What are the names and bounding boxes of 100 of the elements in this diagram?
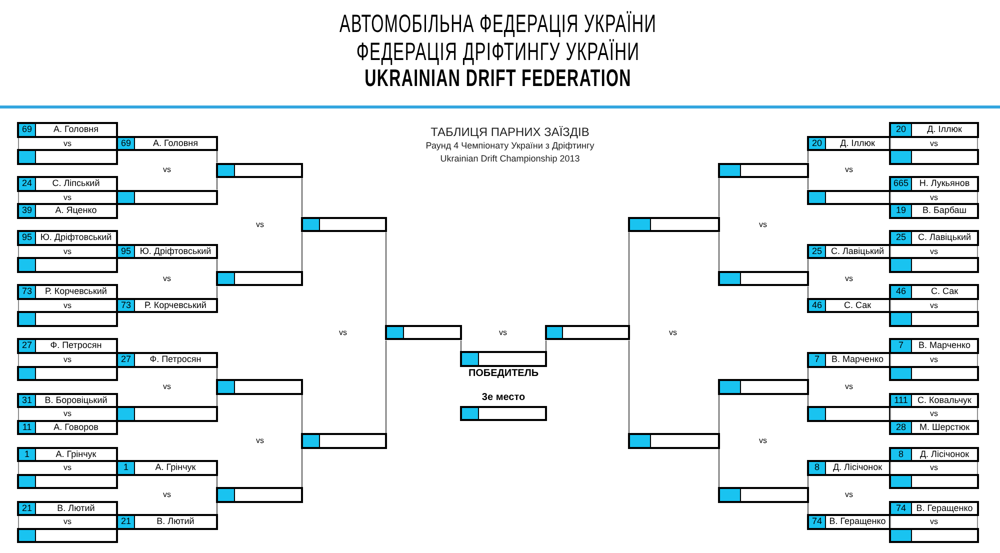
driver-name: С. Ліпський xyxy=(52,178,100,188)
slot-caption: 3е место xyxy=(482,392,526,404)
bracket-line xyxy=(718,232,720,272)
bracket-slot xyxy=(17,122,118,138)
driver-name: А. Яценко xyxy=(55,205,97,216)
bracket-slot xyxy=(116,298,218,314)
bracket-slot xyxy=(116,190,218,206)
bracket-slot xyxy=(889,149,979,165)
seed-number: 25 xyxy=(891,232,912,244)
bracket-slot xyxy=(889,338,979,354)
seed-number: 69 xyxy=(118,138,135,150)
bracket-slot xyxy=(116,406,218,422)
bracket-slot xyxy=(216,379,303,395)
driver-name: Д. Іллюк xyxy=(840,138,875,148)
subtitle: Раунд 4 Чемпіонату України з Дріфтингу xyxy=(426,140,594,152)
federation-name: АВТОМОБІЛЬНА ФЕДЕРАЦІЯ УКРАЇНИ xyxy=(340,10,656,38)
seed-number: 111 xyxy=(891,394,912,406)
slot-caption: ПОБЕДИТЕЛЬ xyxy=(468,368,539,380)
driver-name: А. Грінчук xyxy=(56,448,96,459)
bracket-slot xyxy=(17,311,118,327)
driver-name: С. Лавіцький xyxy=(830,246,884,256)
bracket-slot xyxy=(889,257,979,273)
seed-number: 73 xyxy=(118,300,135,312)
federation-name: UKRAINIAN DRIFT FEDERATION xyxy=(364,65,632,93)
bracket-slot xyxy=(116,514,218,530)
seed-number: 28 xyxy=(891,422,912,434)
driver-name: Ю. Дріфтовський xyxy=(140,246,212,256)
versus-label: vs xyxy=(499,328,507,338)
versus-label: vs xyxy=(163,165,171,176)
versus-label: vs xyxy=(845,274,853,284)
bracket-slot xyxy=(889,284,979,300)
seed-number: 8 xyxy=(809,462,826,474)
bracket-slot xyxy=(807,514,891,530)
seed-number: 73 xyxy=(19,286,36,298)
driver-name: А. Грінчук xyxy=(155,462,196,472)
driver-name: Ф. Петросян xyxy=(50,340,102,350)
driver-name: В. Боровіцький xyxy=(44,394,108,405)
subtitle: Ukrainian Drift Championship 2013 xyxy=(440,154,580,164)
driver-name: В. Марченко xyxy=(831,354,884,364)
bracket-slot xyxy=(718,270,809,286)
bracket-slot xyxy=(17,528,118,544)
driver-name: Н. Лукьянов xyxy=(919,178,970,188)
bracket-line xyxy=(216,178,218,190)
seed-number: 19 xyxy=(891,205,912,217)
seed-number: 25 xyxy=(809,246,826,258)
driver-name: А. Говоров xyxy=(54,422,98,432)
seed-number: 21 xyxy=(118,516,135,528)
bracket-slot xyxy=(17,338,118,354)
versus-label: vs xyxy=(163,382,171,392)
bracket-line xyxy=(216,502,218,515)
driver-name: Д. Лісічонок xyxy=(920,448,970,459)
driver-name: В. Геращенко xyxy=(916,502,973,513)
bracket-slot xyxy=(807,460,891,476)
versus-label: vs xyxy=(845,490,853,500)
driver-name: М. Шерстюк xyxy=(919,422,970,432)
bracket-slot xyxy=(116,244,218,260)
seed-number: 24 xyxy=(19,178,36,190)
bracket-slot xyxy=(17,446,118,462)
driver-name: С. Сак xyxy=(930,286,958,296)
driver-name: Р. Корчевський xyxy=(144,300,206,310)
seed-number: 69 xyxy=(19,124,36,136)
bracket-slot xyxy=(807,298,891,314)
versus-label: vs xyxy=(163,274,171,284)
bracket-line xyxy=(216,150,218,164)
versus-label: vs xyxy=(256,436,264,446)
bracket-line xyxy=(718,394,720,434)
versus-label: vs xyxy=(845,165,853,176)
bracket-slot xyxy=(889,474,979,490)
versus-label: vs xyxy=(669,328,677,338)
seed-number: 46 xyxy=(809,300,826,312)
versus-label: vs xyxy=(256,220,264,230)
seed-number: 20 xyxy=(891,124,912,136)
bracket-slot xyxy=(889,366,979,382)
bracket-slot xyxy=(889,230,979,246)
bracket-line xyxy=(718,448,720,488)
bracket-line xyxy=(216,286,218,298)
seed-number: 1 xyxy=(19,448,36,460)
seed-number: 74 xyxy=(809,516,826,528)
bracket-slot xyxy=(116,460,218,476)
versus-label: vs xyxy=(759,220,767,230)
seed-number: 27 xyxy=(118,354,135,366)
bracket-slot xyxy=(889,311,979,327)
bracket-slot xyxy=(889,528,979,544)
bracket-slot xyxy=(116,352,218,368)
bracket-slot xyxy=(807,352,891,368)
driver-name: Р. Корчевський xyxy=(45,286,107,296)
bracket-slot xyxy=(889,176,979,192)
versus-label: vs xyxy=(339,328,347,338)
bracket-slot xyxy=(116,136,218,152)
bracket-slot xyxy=(216,162,303,178)
driver-name: С. Сак xyxy=(844,300,872,310)
bracket-slot xyxy=(807,190,891,206)
bracket-slot xyxy=(17,149,118,165)
seed-number: 95 xyxy=(118,246,135,258)
driver-name: В. Марченко xyxy=(918,340,971,350)
bracket-slot xyxy=(17,203,118,219)
bracket-slot xyxy=(17,420,118,436)
seed-number: 665 xyxy=(891,178,912,190)
driver-name: В. Барбаш xyxy=(922,205,967,216)
bracket-slot xyxy=(889,446,979,462)
